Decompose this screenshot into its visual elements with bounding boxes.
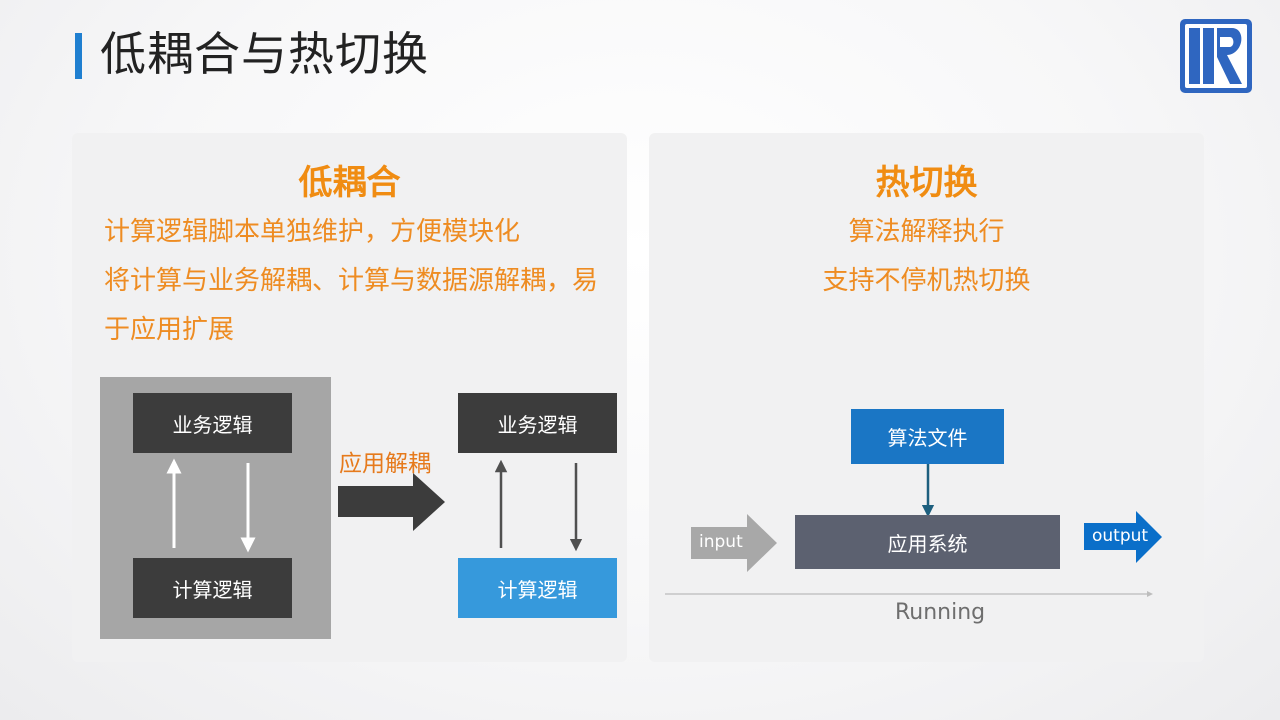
output-label: output	[1092, 526, 1149, 546]
decoupled-compute-logic-box: 计算逻辑	[458, 558, 617, 618]
low-coupling-line-3: 于应用扩展	[104, 315, 235, 345]
running-label: Running	[895, 600, 986, 625]
title-accent-bar	[75, 33, 82, 79]
low-coupling-line-2: 将计算与业务解耦、计算与数据源解耦，易	[104, 266, 599, 296]
page-title: 低耦合与热切换	[100, 27, 429, 81]
hot-switch-panel: 热切换 算法解释执行 支持不停机热切换	[649, 133, 1204, 662]
coupled-business-logic-box: 业务逻辑	[133, 393, 292, 453]
algorithm-file-box: 算法文件	[851, 409, 1004, 464]
hot-switch-line-1: 算法解释执行	[848, 217, 1005, 247]
low-coupling-line-1: 计算逻辑脚本单独维护，方便模块化	[104, 217, 521, 247]
coupled-compute-logic-box: 计算逻辑	[133, 558, 292, 618]
low-coupling-heading: 低耦合	[298, 163, 401, 203]
input-label: input	[699, 532, 743, 552]
decoupled-business-logic-box: 业务逻辑	[458, 393, 617, 453]
application-system-box: 应用系统	[795, 515, 1060, 569]
decouple-arrow-label: 应用解耦	[339, 451, 431, 477]
hot-switch-heading: 热切换	[875, 163, 978, 203]
r-logo-icon	[1180, 19, 1252, 93]
hot-switch-line-2: 支持不停机热切换	[822, 266, 1031, 296]
